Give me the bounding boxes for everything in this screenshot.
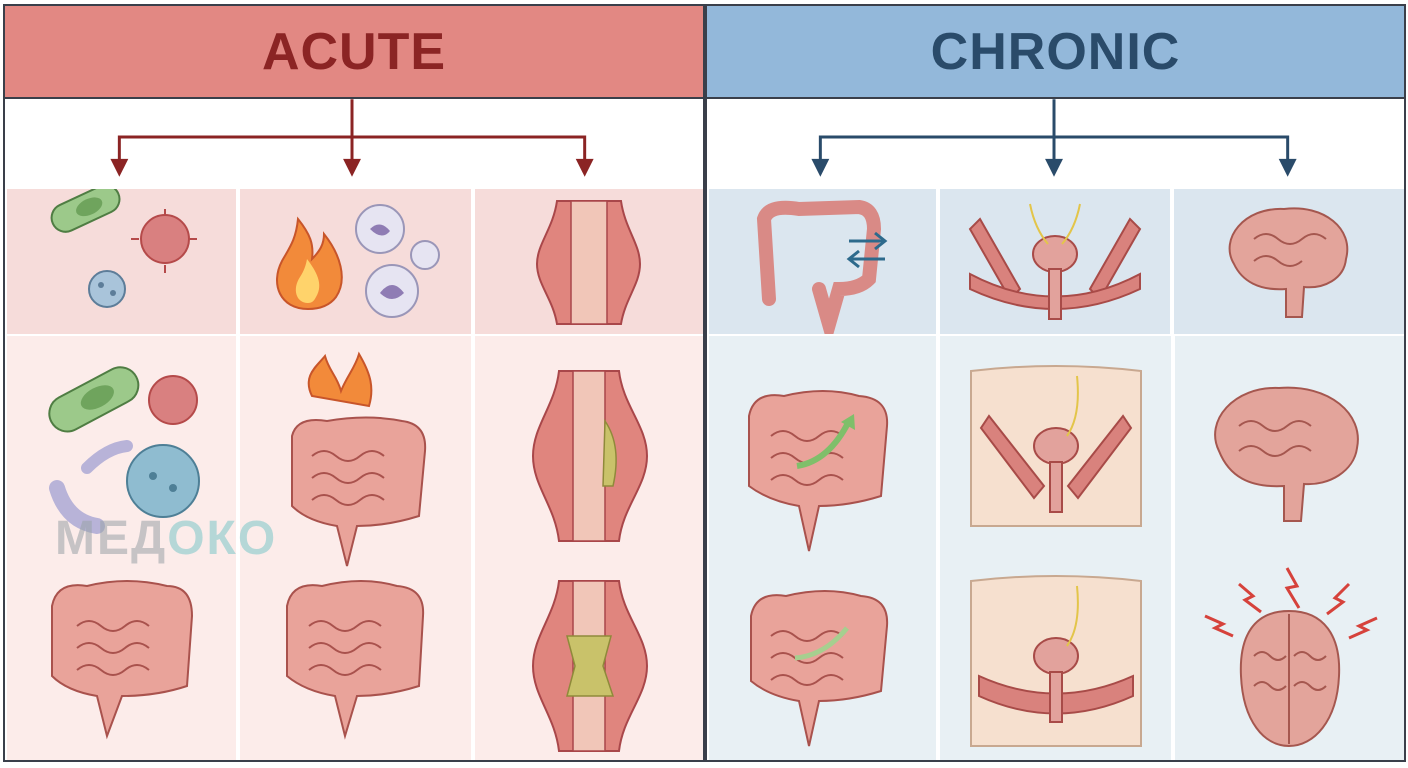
chronic-branch-arrows <box>811 99 1297 177</box>
vessel-icon <box>535 200 642 325</box>
pelvic-floor-icon <box>968 203 1142 320</box>
chronic-header: CHRONIC <box>707 6 1404 99</box>
flame-cells-icon <box>276 204 440 318</box>
headache-brain-icon <box>1204 567 1378 748</box>
chronic-cell-brain <box>1174 189 1404 334</box>
colon-motility-icon <box>756 199 888 334</box>
chronic-panel: CHRONIC <box>705 4 1406 762</box>
acute-header: ACUTE <box>5 6 703 99</box>
occluded-vessel-icon <box>531 580 649 752</box>
brain-icon <box>1214 386 1359 522</box>
acute-cell-vessel <box>475 189 703 334</box>
inflamed-intestine-icon <box>291 351 427 567</box>
chronic-lower-area <box>709 336 1404 760</box>
pelvic-floor-icon <box>970 575 1142 747</box>
acute-illustrations <box>48 336 649 760</box>
colon-motility-icon <box>750 590 889 747</box>
watermark: МЕДОКО <box>55 512 278 565</box>
chronic-cell-colon <box>709 189 936 334</box>
chronic-cell-pelvic <box>940 189 1170 334</box>
acute-cell-pathogens <box>7 189 236 334</box>
brain-icon <box>1228 207 1349 318</box>
acute-cell-inflammation <box>240 189 471 334</box>
acute-panel: ACUTE <box>3 4 705 762</box>
colon-motility-icon <box>748 390 889 552</box>
pelvic-floor-icon <box>970 365 1142 527</box>
acute-branch-arrows <box>110 99 594 177</box>
intestine-icon <box>51 580 194 740</box>
pathogens-large-icon <box>48 366 200 534</box>
chronic-illustrations <box>748 336 1378 760</box>
acute-lower-area <box>7 336 703 760</box>
blocked-vessel-icon <box>531 370 649 542</box>
bacteria-virus-icon <box>50 189 197 308</box>
intestine-icon <box>286 580 425 740</box>
